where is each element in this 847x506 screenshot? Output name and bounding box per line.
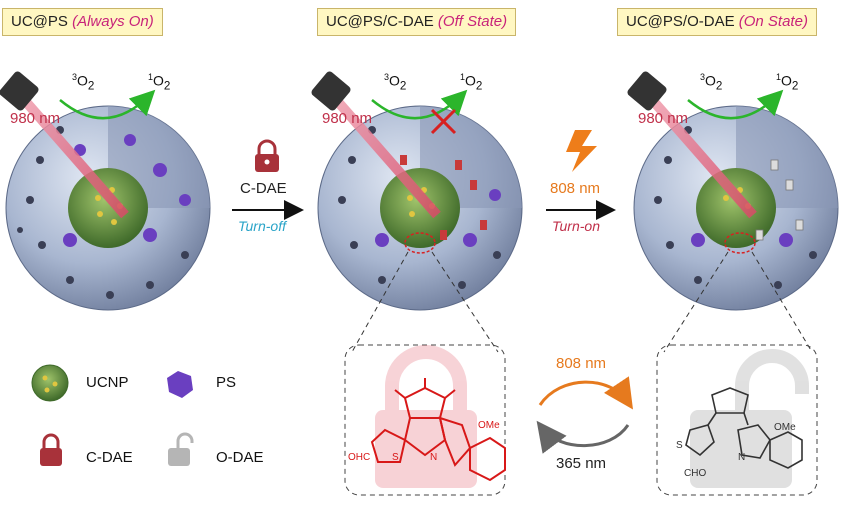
panel-title-text: UC@PS/C-DAE (326, 13, 434, 30)
triplet-oxygen-label: 3O2 (384, 72, 407, 93)
laser-label: 980 nm (638, 110, 689, 127)
forward-switch-arrow (538, 376, 634, 410)
triplet-oxygen-label: 3O2 (72, 72, 95, 93)
laser-label: 980 nm (10, 110, 61, 127)
panel-title-text: UC@PS/O-DAE (626, 13, 735, 30)
ucnp-legend-icon (31, 364, 69, 402)
turn-on-wavelength-label: 808 nm (550, 180, 601, 197)
panel-state-text: (Always On) (72, 13, 154, 30)
o-dae-inset (656, 344, 818, 496)
o-dae-legend-label: O-DAE (216, 449, 264, 466)
nanoparticle-uc-ps (0, 71, 211, 311)
singlet-oxygen-label: 1O2 (148, 72, 171, 93)
o-dae-n-label: N (738, 452, 746, 463)
c-dae-molecule (370, 378, 506, 482)
panel-title-3: UC@PS/O-DAE (On State) (617, 8, 817, 36)
forward-wavelength-label: 808 nm (556, 355, 607, 372)
lightning-icon (566, 130, 597, 172)
panel-state-text: (On State) (738, 13, 808, 30)
c-dae-s-label: S (392, 452, 399, 463)
c-dae-cho-label: OHC (348, 452, 371, 463)
ps-legend-icon (167, 371, 193, 398)
triplet-oxygen-label: 3O2 (700, 72, 723, 93)
o-dae-legend-icon (168, 432, 194, 466)
c-dae-legend-label: C-DAE (86, 449, 133, 466)
c-dae-inset (344, 344, 506, 496)
turn-off-label: Turn-off (238, 218, 286, 234)
nanoparticle-uc-ps-o-dae (627, 71, 839, 311)
singlet-oxygen-label: 1O2 (460, 72, 483, 93)
c-dae-step-label: C-DAE (240, 180, 287, 197)
o-dae-s-label: S (676, 440, 683, 451)
panel-title-1: UC@PS (Always On) (2, 8, 163, 36)
panel-title-text: UC@PS (11, 13, 68, 30)
closed-lock-icon (255, 139, 279, 172)
panel-title-2: UC@PS/C-DAE (Off State) (317, 8, 517, 36)
reverse-switch-arrow (536, 420, 630, 454)
c-dae-ome-label: OMe (478, 420, 500, 431)
panel-state-text: (Off State) (437, 13, 508, 30)
singlet-oxygen-label: 1O2 (776, 72, 799, 93)
o-dae-cho-label: CHO (684, 468, 707, 479)
c-dae-n-label: N (430, 452, 438, 463)
turn-on-label: Turn-on (552, 218, 600, 234)
laser-label: 980 nm (322, 110, 373, 127)
c-dae-lock-bg (375, 345, 477, 488)
blocked-cross-icon (430, 108, 457, 135)
o-dae-molecule (685, 387, 803, 469)
c-dae-legend-icon (40, 433, 62, 466)
reverse-wavelength-label: 365 nm (556, 455, 607, 472)
ps-legend-label: PS (216, 374, 237, 391)
nanoparticle-uc-ps-c-dae (311, 71, 523, 311)
o-dae-ome-label: OMe (774, 422, 796, 433)
ucnp-legend-label: UCNP (86, 374, 129, 391)
